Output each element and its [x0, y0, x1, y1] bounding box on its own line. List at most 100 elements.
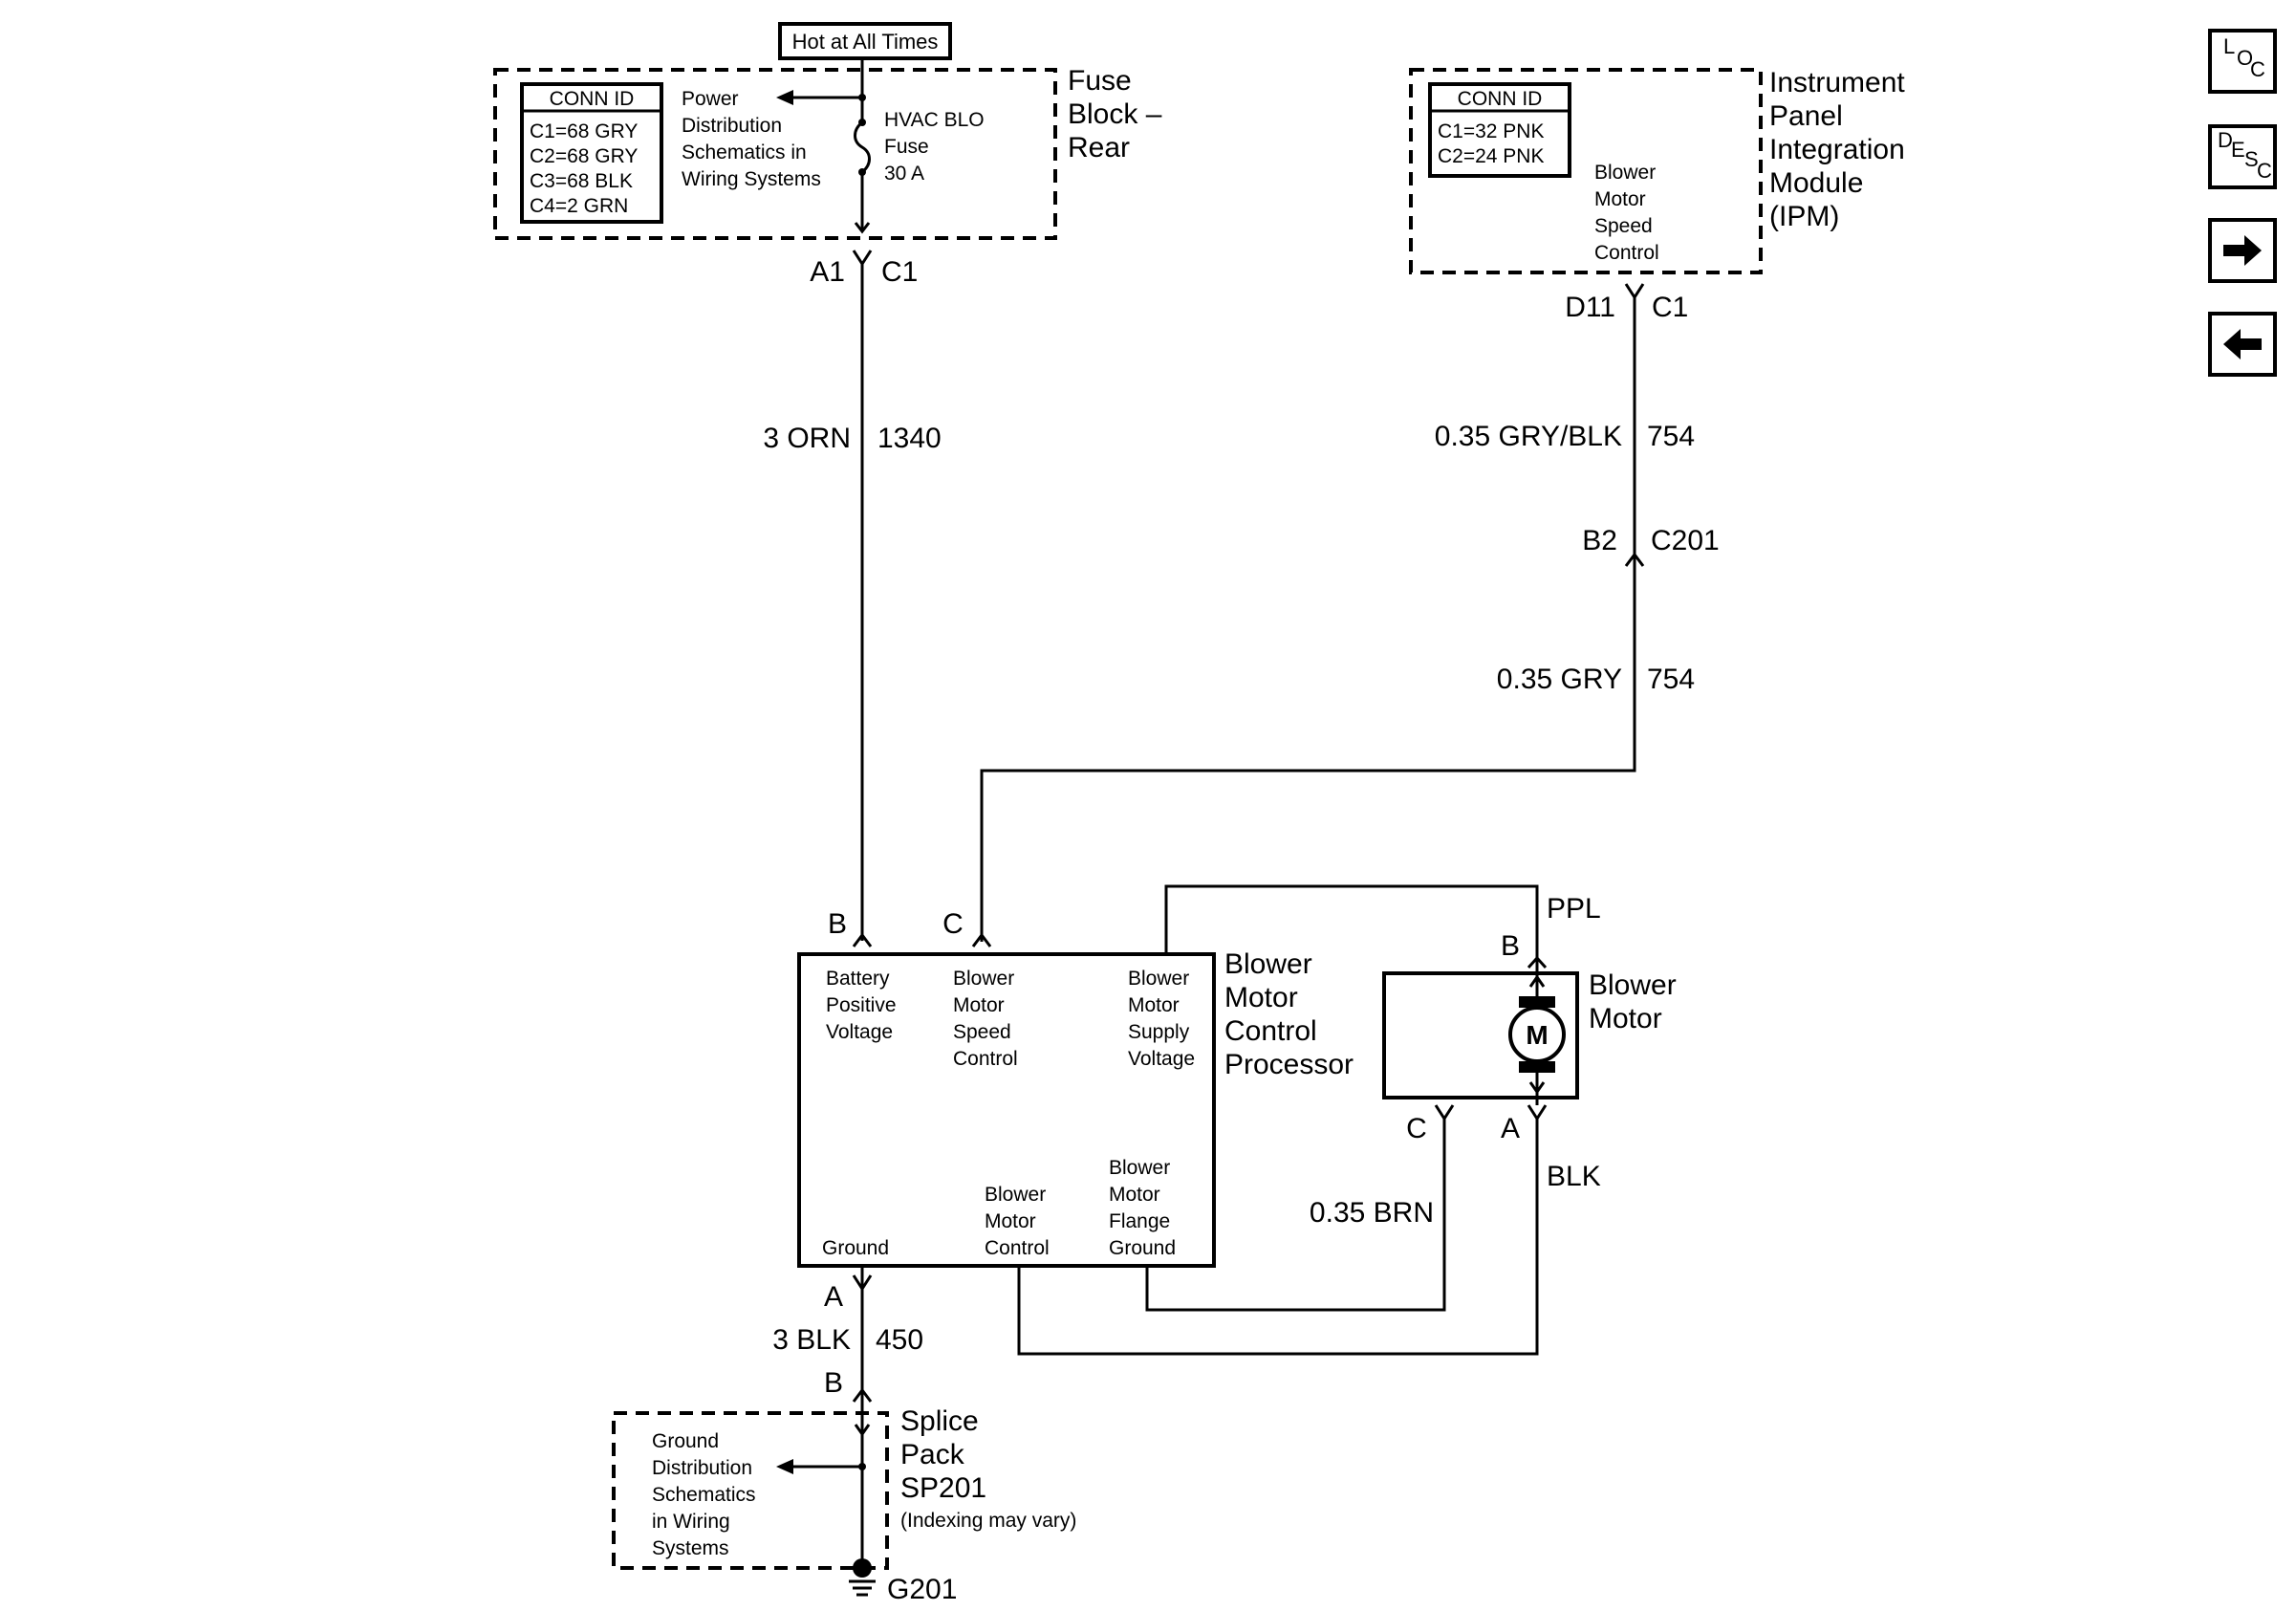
- processor-flange-ground-4: Ground: [1109, 1237, 1176, 1259]
- ground-distribution-ref-3: Schematics: [652, 1484, 756, 1506]
- ipm-function-1: Blower: [1594, 162, 1656, 184]
- power-distribution-ref-2: Distribution: [682, 115, 782, 137]
- connector-processor-c: [971, 932, 992, 947]
- splice-pack-outline: [612, 1411, 889, 1570]
- power-distribution-ref-1: Power: [682, 88, 739, 110]
- loc-button[interactable]: L O C: [2208, 29, 2277, 94]
- splice-pack-name-2: Pack: [900, 1439, 965, 1470]
- arrow-left-icon: [2223, 329, 2262, 359]
- wire-motor-supply-ppl: [1164, 884, 1539, 964]
- splice-pin-b: B: [824, 1367, 843, 1399]
- ipm-name-3: Integration: [1769, 134, 1905, 165]
- ipm-conn-id-2: C2=24 PNK: [1438, 145, 1544, 167]
- prev-button[interactable]: [2208, 312, 2277, 377]
- power-distribution-ref-4: Wiring Systems: [682, 168, 821, 190]
- wire-ground-gauge-color: 3 BLK: [772, 1324, 851, 1356]
- processor-speed-control-3: Speed: [953, 1021, 1011, 1043]
- processor-flange-ground-1: Blower: [1109, 1157, 1170, 1179]
- ground-id-label: G201: [887, 1574, 957, 1605]
- ipm-outline: [1409, 68, 1763, 274]
- fuse-label-2: Fuse: [884, 136, 929, 158]
- fuse-conn-id-box: [520, 82, 663, 224]
- fuse-conn-id-1: C1=68 GRY: [530, 120, 638, 142]
- wire-motor-ground-color: BLK: [1547, 1161, 1601, 1192]
- connector-a1-c1: [852, 250, 873, 267]
- fuse-block-name-2: Block –: [1068, 98, 1162, 130]
- ipm-conn-id-box: [1428, 82, 1571, 178]
- connector-motor-a: [1527, 1104, 1548, 1121]
- wire-speed-upper-circuit: 754: [1647, 421, 1695, 452]
- inline-pin-label: B2: [1582, 525, 1617, 556]
- ground-distribution-ref-4: in Wiring: [652, 1511, 730, 1533]
- blower-motor-control-processor: [797, 952, 1216, 1268]
- fuse-block-outline: [493, 68, 1057, 240]
- processor-motor-control-3: Control: [985, 1237, 1050, 1259]
- inline-connector-label: C201: [1651, 525, 1720, 556]
- ipm-function-4: Control: [1594, 242, 1659, 264]
- arrow-right-icon: [2223, 235, 2262, 266]
- processor-supply-voltage-1: Blower: [1128, 968, 1189, 990]
- wire-motor-supply-color: PPL: [1547, 893, 1601, 925]
- processor-supply-voltage-4: Voltage: [1128, 1048, 1195, 1070]
- processor-supply-voltage-3: Supply: [1128, 1021, 1190, 1043]
- ipm-name-5: (IPM): [1769, 201, 1839, 232]
- fuse-conn-id-2: C2=68 GRY: [530, 145, 638, 167]
- motor-symbol: M: [1526, 1020, 1548, 1050]
- connector-motor-b: [1527, 955, 1548, 969]
- fuse-pin-label: A1: [810, 256, 845, 288]
- motor-pin-a: A: [1501, 1113, 1520, 1144]
- processor-battery-1: Battery: [826, 968, 890, 990]
- fuse-conn-id-title: CONN ID: [550, 88, 635, 110]
- fuse-block-name-1: Fuse: [1068, 65, 1132, 97]
- ipm-name-4: Module: [1769, 167, 1863, 199]
- splice-pack-name-1: Splice: [900, 1405, 979, 1437]
- fuse-block-name-3: Rear: [1068, 132, 1130, 163]
- processor-supply-voltage-2: Motor: [1128, 994, 1180, 1016]
- ipm-name-2: Panel: [1769, 100, 1843, 132]
- blower-motor: [1382, 971, 1579, 1099]
- desc-letter-e: E: [2231, 138, 2245, 162]
- ground-distribution-ref-1: Ground: [652, 1430, 719, 1452]
- wire-motor-ground-blk: [1017, 1119, 1539, 1356]
- next-button[interactable]: [2208, 218, 2277, 283]
- processor-motor-control-1: Blower: [985, 1184, 1046, 1206]
- wire-speed-lower-circuit: 754: [1647, 664, 1695, 695]
- fuse-label-1: HVAC BLO: [884, 109, 985, 131]
- processor-speed-control-1: Blower: [953, 968, 1014, 990]
- fuse-conn-id-4: C4=2 GRN: [530, 195, 628, 217]
- processor-ground: Ground: [822, 1237, 889, 1259]
- processor-name-4: Processor: [1224, 1049, 1354, 1080]
- power-distribution-ref-3: Schematics in: [682, 142, 807, 163]
- connector-d11-c1: [1624, 283, 1645, 300]
- processor-flange-ground-3: Flange: [1109, 1210, 1170, 1232]
- wire-motor-control-gauge-color: 0.35 BRN: [1310, 1197, 1434, 1229]
- ground-junction: [853, 1558, 872, 1578]
- fuse-connector-label: C1: [881, 256, 918, 288]
- ipm-function-3: Speed: [1594, 215, 1653, 237]
- wire-ground-circuit: 450: [876, 1324, 923, 1356]
- processor-battery-3: Voltage: [826, 1021, 893, 1043]
- ipm-connector-label: C1: [1652, 292, 1688, 323]
- processor-pin-c: C: [942, 908, 964, 940]
- splice-pack-name-3: SP201: [900, 1472, 986, 1504]
- motor-pin-c: C: [1406, 1113, 1427, 1144]
- processor-name-1: Blower: [1224, 948, 1312, 980]
- ipm-pin-label: D11: [1565, 292, 1615, 323]
- connector-motor-c: [1434, 1104, 1455, 1121]
- motor-pin-b: B: [1501, 930, 1520, 962]
- desc-letter-d: D: [2218, 128, 2233, 152]
- ipm-conn-id-title: CONN ID: [1458, 88, 1543, 110]
- fuse-conn-id-3: C3=68 BLK: [530, 170, 633, 192]
- fuse-label-3: 30 A: [884, 163, 924, 185]
- hot-at-all-times-box: [778, 22, 952, 60]
- processor-name-3: Control: [1224, 1015, 1317, 1047]
- ground-icon: [849, 1579, 876, 1597]
- motor-name-1: Blower: [1589, 969, 1677, 1001]
- loc-letter-o: O: [2237, 46, 2254, 70]
- hot-at-all-times-label: Hot at All Times: [792, 30, 939, 54]
- processor-pin-b: B: [828, 908, 847, 940]
- processor-speed-control-2: Motor: [953, 994, 1005, 1016]
- desc-button[interactable]: D E S C: [2208, 124, 2277, 189]
- wire-motor-control-brn: [1145, 1119, 1446, 1312]
